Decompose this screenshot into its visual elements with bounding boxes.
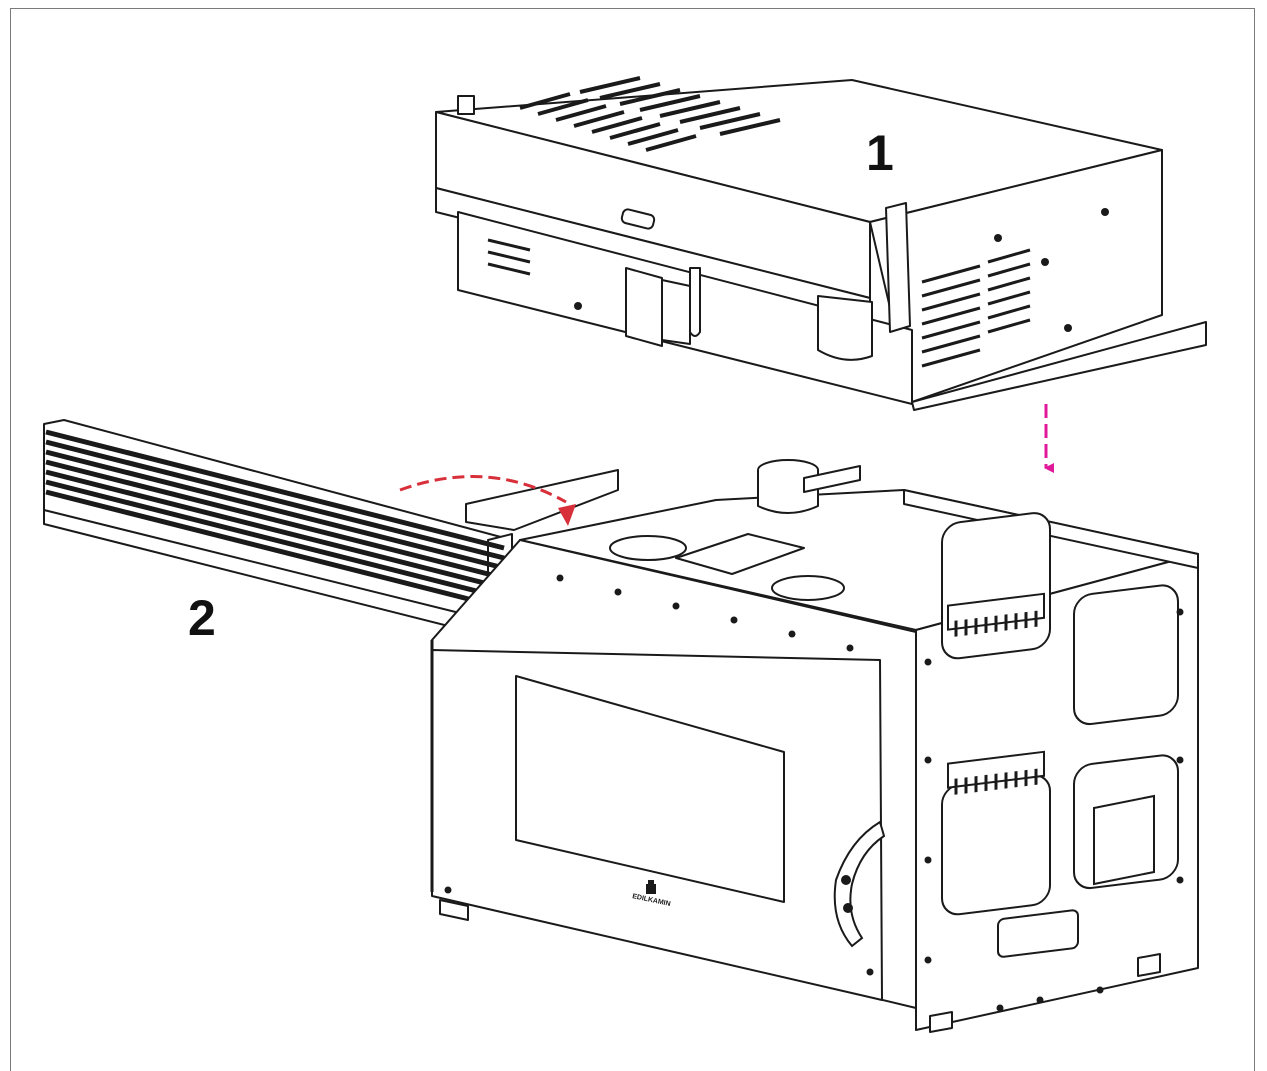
figure-frame: [10, 8, 1255, 1071]
door-handle: [833, 820, 886, 948]
module-right-bracket: [885, 202, 911, 333]
grille-louvres: [45, 429, 505, 611]
door-glass-window: [515, 675, 785, 903]
logo-mark-icon: [646, 880, 656, 894]
side-access-panels: [941, 512, 1179, 958]
gear-motor-box: [1093, 794, 1155, 886]
module-center-plate: [661, 279, 691, 345]
callout-label-part-1: 1: [866, 125, 894, 181]
terminal-pins: [954, 610, 1038, 795]
callout-label-part-2: 2: [188, 590, 216, 646]
grille-mount-bracket: [465, 469, 619, 531]
module-side-vents: [487, 238, 1031, 368]
module-connector: [620, 208, 656, 230]
module-screws: [574, 208, 1109, 332]
access-panel-upper-left: [941, 512, 1051, 660]
top-fan-module: [435, 79, 1207, 411]
stove-body: [431, 459, 1199, 1033]
base-foot-right: [929, 1011, 953, 1033]
module-top-vents: [519, 76, 781, 152]
top-opening-right: [771, 575, 845, 601]
base-foot-side: [1137, 953, 1161, 977]
stove-screws: [444, 574, 1184, 1012]
access-panel-lower-left: [941, 774, 1051, 916]
top-cover-plate: [675, 533, 805, 575]
fan-drum-left: [689, 267, 701, 337]
base-foot-left: [439, 899, 469, 921]
hinge-rotation-arrow-icon: [399, 475, 576, 526]
module-base-flange: [911, 321, 1207, 411]
top-opening-left: [609, 535, 687, 561]
side-handle: [997, 909, 1079, 958]
module-left-tab: [457, 95, 475, 115]
fan-drum-right: [817, 295, 873, 361]
module-center-bracket: [625, 267, 663, 347]
access-panel-upper-right: [1073, 584, 1179, 726]
rear-tab: [803, 465, 861, 493]
